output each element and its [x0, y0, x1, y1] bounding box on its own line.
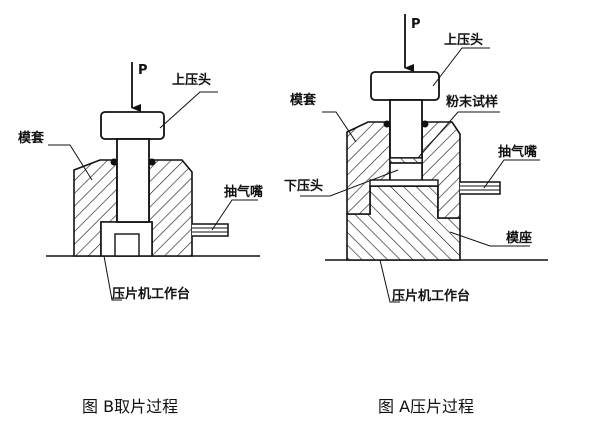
upper-punch-shaft-a — [389, 99, 423, 159]
support-block-opening-b — [114, 233, 140, 257]
seal-ring-left-b — [110, 158, 118, 166]
force-label-a: P — [411, 17, 421, 32]
seal-ring-left-a — [383, 120, 391, 128]
worktable-label-a: 压片机工作台 — [392, 288, 470, 304]
upper-punch-head-a — [370, 71, 440, 101]
leader-powder-a — [417, 111, 500, 159]
figure-a: P 上压头 模套 粉末试样 抽气嘴 下压头 模座 压片机工作台 图 A压片过程 — [284, 14, 548, 416]
caption-a: 图 A压片过程 — [378, 397, 474, 416]
exhaust-nozzle-label-a: 抽气嘴 — [498, 144, 537, 160]
exhaust-nozzle-a — [460, 181, 501, 195]
force-label-b: P — [138, 63, 148, 78]
leader-worktable-b — [103, 255, 122, 301]
die-sleeve-label-a: 模套 — [290, 92, 317, 108]
lower-punch-flange-a — [369, 179, 439, 187]
leader-exhaust-a — [483, 159, 540, 189]
upper-punch-label-a: 上压头 — [444, 32, 483, 48]
leader-die-sleeve-a — [322, 111, 357, 143]
worktable-label-b: 压片机工作台 — [112, 286, 190, 302]
upper-punch-shaft-b — [116, 138, 150, 223]
exhaust-nozzle-label-b: 抽气嘴 — [224, 184, 263, 200]
leader-lower-punch-a — [300, 169, 399, 197]
leader-die-base-a — [449, 231, 530, 247]
upper-punch-label-b: 上压头 — [172, 72, 211, 88]
leader-exhaust-b — [211, 199, 258, 231]
figure-b: P 上压头 模套 抽气嘴 压片机工作台 图 B取片过程 — [18, 62, 263, 416]
die-sleeve-label-b: 模套 — [18, 130, 45, 146]
caption-b: 图 B取片过程 — [82, 397, 178, 416]
lower-punch-label-a: 下压头 — [284, 178, 323, 194]
seal-ring-right-b — [148, 158, 156, 166]
leader-upper-punch-a — [432, 47, 490, 87]
leader-upper-punch-b — [159, 91, 218, 129]
die-base-label-a: 模座 — [506, 230, 532, 246]
exhaust-nozzle-b — [192, 223, 229, 237]
leader-die-sleeve-b — [48, 144, 93, 181]
seal-ring-right-a — [421, 120, 429, 128]
powder-sample-label-a: 粉末试样 — [446, 94, 498, 110]
upper-punch-head-b — [100, 111, 165, 140]
leader-worktable-a — [379, 259, 400, 303]
